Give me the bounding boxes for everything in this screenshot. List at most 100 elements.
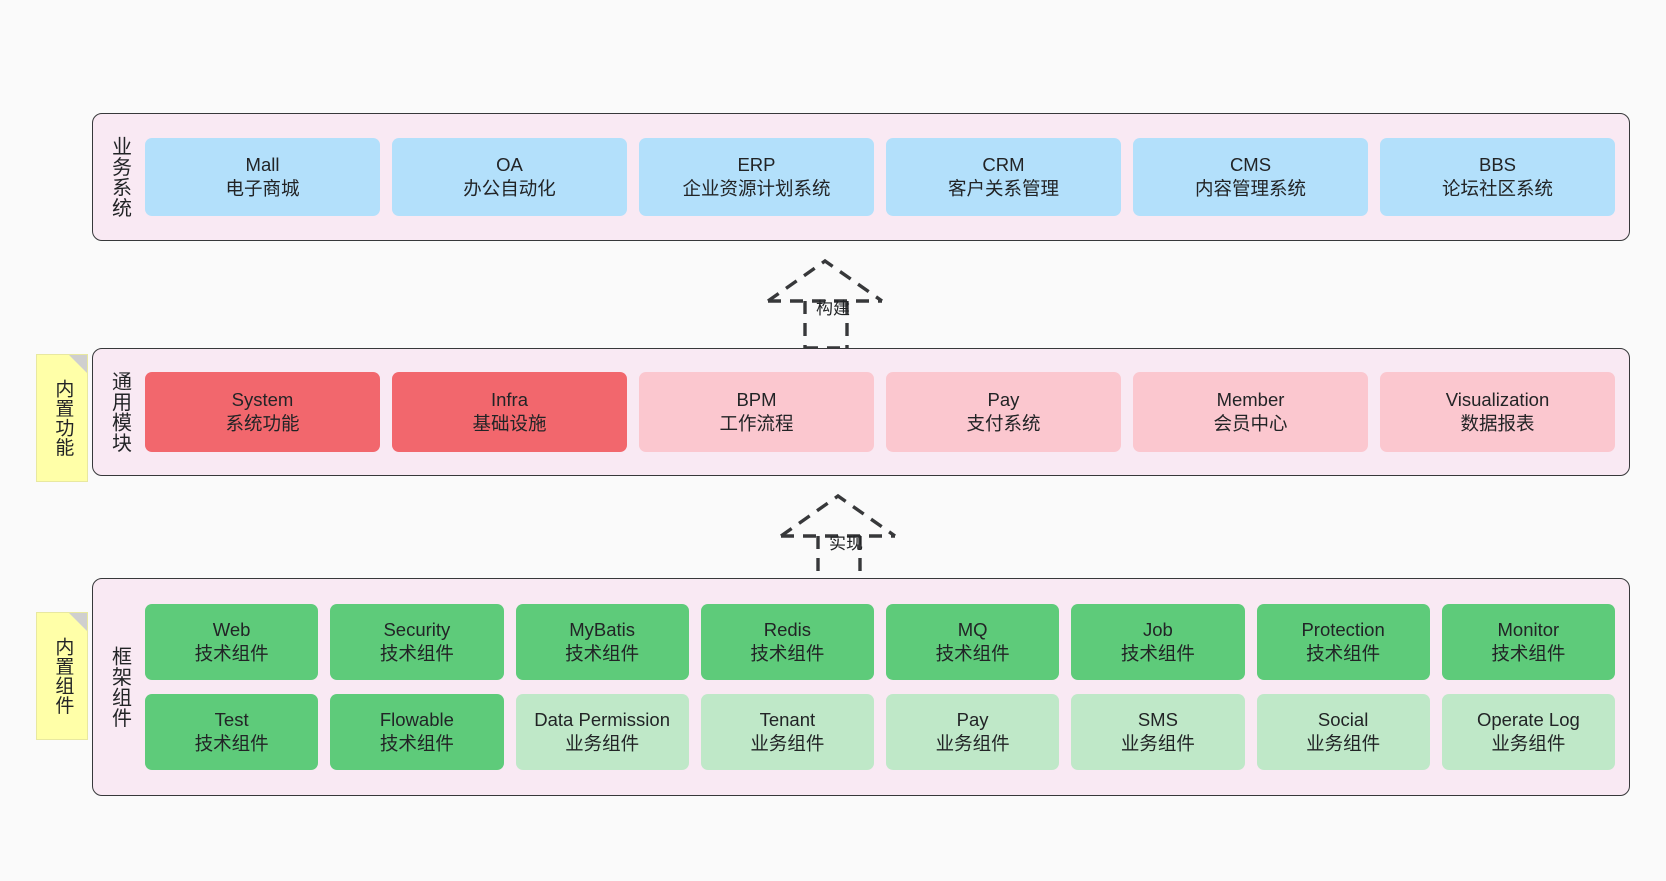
card-cms[interactable]: CMS 内容管理系统 xyxy=(1133,138,1368,216)
card-subtitle: 技术组件 xyxy=(1306,643,1381,664)
card-subtitle: 技术组件 xyxy=(1120,643,1195,664)
card-title: CRM xyxy=(982,154,1025,176)
card-web[interactable]: Web 技术组件 xyxy=(145,604,319,680)
note-builtin-feature[interactable]: 内置功能 xyxy=(36,354,88,482)
card-sms[interactable]: SMS 业务组件 xyxy=(1071,694,1245,770)
card-title: Social xyxy=(1317,709,1369,731)
card-subtitle: 业务组件 xyxy=(1120,733,1195,754)
card-subtitle: 业务组件 xyxy=(565,733,640,754)
card-subtitle: 办公自动化 xyxy=(463,178,556,199)
card-subtitle: 技术组件 xyxy=(1491,643,1566,664)
card-subtitle: 会员中心 xyxy=(1213,413,1288,434)
card-job[interactable]: Job 技术组件 xyxy=(1071,604,1245,680)
framework-row-technical: Web 技术组件 Security 技术组件 MyBatis 技术组件 Redi… xyxy=(145,604,1615,680)
card-bpm[interactable]: BPM 工作流程 xyxy=(639,372,874,452)
connector-implement-label: 实现 xyxy=(829,534,863,553)
card-title: Protection xyxy=(1301,619,1385,641)
layer-title-common: 通用模块 xyxy=(108,371,131,453)
card-flowable[interactable]: Flowable 技术组件 xyxy=(330,694,504,770)
framework-row-business: Test 技术组件 Flowable 技术组件 Data Permission … xyxy=(145,694,1615,770)
card-title: Visualization xyxy=(1445,389,1550,411)
layer-body-framework: Web 技术组件 Security 技术组件 MyBatis 技术组件 Redi… xyxy=(136,579,1629,795)
card-test[interactable]: Test 技术组件 xyxy=(145,694,319,770)
layer-title-business: 业务系统 xyxy=(108,136,131,218)
card-subtitle: 业务组件 xyxy=(1306,733,1381,754)
card-title: OA xyxy=(496,154,523,176)
card-title: Flowable xyxy=(379,709,454,731)
card-subtitle: 技术组件 xyxy=(379,643,454,664)
card-subtitle: 论坛社区系统 xyxy=(1441,178,1553,199)
card-subtitle: 系统功能 xyxy=(225,413,300,434)
card-erp[interactable]: ERP 企业资源计划系统 xyxy=(639,138,874,216)
card-subtitle: 客户关系管理 xyxy=(947,178,1059,199)
layer-body-business: Mall 电子商城 OA 办公自动化 ERP 企业资源计划系统 CRM 客户关系… xyxy=(136,114,1629,240)
layer-business-system[interactable]: 业务系统 Mall 电子商城 OA 办公自动化 ERP 企业资源计划系统 CRM… xyxy=(92,113,1630,241)
card-title: Infra xyxy=(490,389,529,411)
layer-body-common: System 系统功能 Infra 基础设施 BPM 工作流程 Pay 支付系统… xyxy=(136,349,1629,475)
card-subtitle: 业务组件 xyxy=(935,733,1010,754)
card-title: Redis xyxy=(763,619,812,641)
card-title: BBS xyxy=(1478,154,1517,176)
card-title: Test xyxy=(214,709,249,731)
card-subtitle: 支付系统 xyxy=(966,413,1041,434)
card-subtitle: 电子商城 xyxy=(225,178,300,199)
card-title: Data Permission xyxy=(534,709,670,731)
card-mybatis[interactable]: MyBatis 技术组件 xyxy=(515,604,689,680)
card-subtitle: 技术组件 xyxy=(750,643,825,664)
card-title: Security xyxy=(383,619,451,641)
card-title: Tenant xyxy=(759,709,816,731)
card-security[interactable]: Security 技术组件 xyxy=(330,604,504,680)
card-title: Pay xyxy=(956,709,989,731)
card-redis[interactable]: Redis 技术组件 xyxy=(700,604,874,680)
card-member[interactable]: Member 会员中心 xyxy=(1133,372,1368,452)
connector-build-label: 构建 xyxy=(816,299,850,318)
card-title: Job xyxy=(1142,619,1173,641)
card-infra[interactable]: Infra 基础设施 xyxy=(392,372,627,452)
card-title: SMS xyxy=(1137,709,1178,731)
card-title: Operate Log xyxy=(1476,709,1580,731)
card-mq[interactable]: MQ 技术组件 xyxy=(886,604,1060,680)
layer-title-framework: 框架组件 xyxy=(108,646,131,728)
card-pay-module[interactable]: Pay 支付系统 xyxy=(886,372,1121,452)
card-title: Web xyxy=(212,619,251,641)
card-subtitle: 业务组件 xyxy=(750,733,825,754)
card-pay-component[interactable]: Pay 业务组件 xyxy=(886,694,1060,770)
card-subtitle: 技术组件 xyxy=(379,733,454,754)
note-builtin-component[interactable]: 内置组件 xyxy=(36,612,88,740)
card-title: CMS xyxy=(1229,154,1272,176)
card-crm[interactable]: CRM 客户关系管理 xyxy=(886,138,1121,216)
card-social[interactable]: Social 业务组件 xyxy=(1256,694,1430,770)
card-subtitle: 技术组件 xyxy=(194,643,269,664)
card-subtitle: 技术组件 xyxy=(194,733,269,754)
card-title: Member xyxy=(1216,389,1285,411)
card-data-permission[interactable]: Data Permission 业务组件 xyxy=(515,694,689,770)
card-tenant[interactable]: Tenant 业务组件 xyxy=(700,694,874,770)
card-subtitle: 内容管理系统 xyxy=(1194,178,1306,199)
card-title: Monitor xyxy=(1497,619,1560,641)
note-fold-corner-icon xyxy=(69,355,87,373)
layer-common-module[interactable]: 通用模块 System 系统功能 Infra 基础设施 BPM 工作流程 Pay… xyxy=(92,348,1630,476)
card-subtitle: 技术组件 xyxy=(935,643,1010,664)
note-label: 内置功能 xyxy=(52,379,74,457)
note-label: 内置组件 xyxy=(52,637,74,715)
card-subtitle: 企业资源计划系统 xyxy=(682,178,831,199)
card-title: MQ xyxy=(957,619,988,641)
card-bbs[interactable]: BBS 论坛社区系统 xyxy=(1380,138,1615,216)
card-title: ERP xyxy=(737,154,776,176)
card-subtitle: 业务组件 xyxy=(1491,733,1566,754)
card-subtitle: 技术组件 xyxy=(565,643,640,664)
card-protection[interactable]: Protection 技术组件 xyxy=(1256,604,1430,680)
card-operate-log[interactable]: Operate Log 业务组件 xyxy=(1441,694,1615,770)
card-subtitle: 基础设施 xyxy=(472,413,547,434)
card-visualization[interactable]: Visualization 数据报表 xyxy=(1380,372,1615,452)
card-title: System xyxy=(231,389,294,411)
note-fold-corner-icon xyxy=(69,613,87,631)
card-system[interactable]: System 系统功能 xyxy=(145,372,380,452)
layer-framework-component[interactable]: 框架组件 Web 技术组件 Security 技术组件 MyBatis 技术组件… xyxy=(92,578,1630,796)
card-title: BPM xyxy=(736,389,777,411)
card-monitor[interactable]: Monitor 技术组件 xyxy=(1441,604,1615,680)
card-mall[interactable]: Mall 电子商城 xyxy=(145,138,380,216)
card-oa[interactable]: OA 办公自动化 xyxy=(392,138,627,216)
card-title: MyBatis xyxy=(569,619,636,641)
